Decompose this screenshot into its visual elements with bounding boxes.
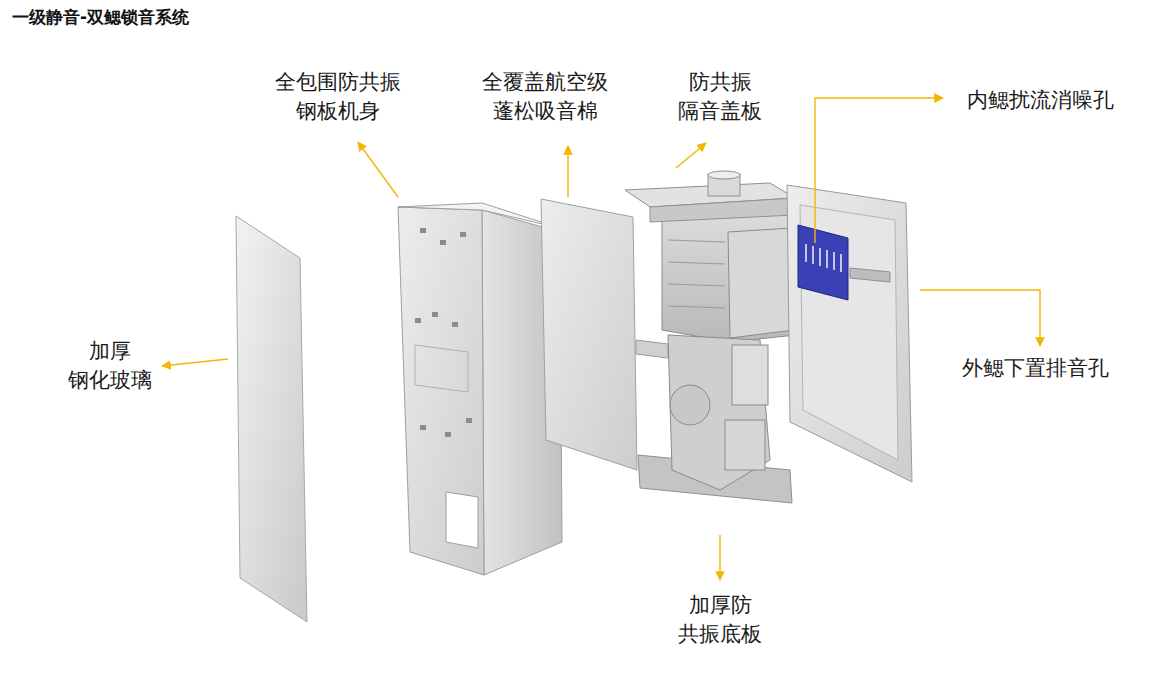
leader-lines [162, 98, 1040, 580]
steel-body-front [398, 207, 484, 575]
part-label: 加厚防 共振底板 [678, 591, 762, 649]
valve [725, 420, 765, 470]
part-label: 全包围防共振 钢板机身 [275, 68, 401, 126]
back-panel [787, 185, 912, 482]
leader-line [358, 142, 398, 197]
leader-line [162, 359, 228, 366]
pipe [636, 340, 668, 358]
cover-under [650, 198, 795, 222]
flue-top [708, 171, 740, 179]
steel-body-top [398, 203, 560, 228]
part-label: 外鳃下置排音孔 [962, 354, 1109, 383]
outer-gill-slot [850, 268, 890, 282]
part-label: 防共振 隔音盖板 [678, 68, 762, 126]
fins [668, 240, 725, 308]
control-box [732, 345, 768, 405]
glass-panel [236, 216, 307, 622]
part-label: 加厚 钢化玻璃 [68, 337, 152, 395]
insulation-panel [541, 199, 637, 470]
leader-line [719, 535, 720, 580]
exchanger-box [728, 228, 794, 338]
inner-gill-plate [798, 225, 848, 300]
body-rib [415, 345, 468, 392]
gill-slots [806, 244, 841, 272]
part-label: 内鳃扰流消噪孔 [967, 86, 1114, 115]
part-label: 全覆盖航空级 蓬松吸音棉 [482, 68, 608, 126]
heat-exchanger [662, 213, 796, 342]
body-holes [415, 228, 472, 437]
leader-line [815, 98, 943, 243]
title: 一级静音-双鳃锁音系统 [12, 6, 189, 29]
leader-line [567, 146, 568, 197]
burner-parts [668, 335, 770, 490]
body-cutout [446, 492, 478, 548]
fan [670, 385, 710, 425]
leader-line [920, 290, 1040, 346]
leader-line [676, 143, 706, 168]
